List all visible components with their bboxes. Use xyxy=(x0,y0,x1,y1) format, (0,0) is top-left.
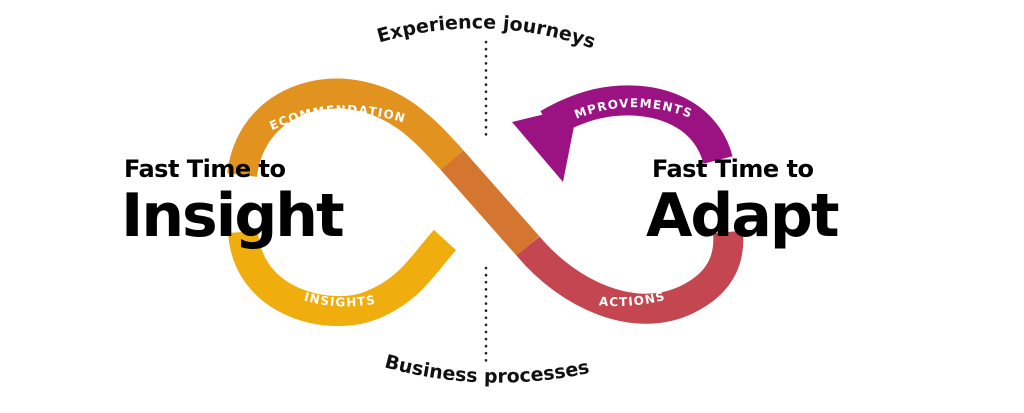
arrowhead-icon xyxy=(512,106,578,182)
right-title-big: Adapt xyxy=(646,181,839,251)
caption-experience-journeys: Experience journeys xyxy=(375,11,599,53)
left-title-big: Insight xyxy=(121,181,344,251)
left-title-small: Fast Time to xyxy=(124,155,286,183)
cross-segment xyxy=(440,150,540,256)
insights-segment xyxy=(228,229,457,326)
recommendations-segment xyxy=(227,78,464,178)
caption-business-processes: Business processes xyxy=(383,351,592,388)
recommendations-label: RECOMMENDATIONS xyxy=(0,0,408,133)
right-title-small: Fast Time to xyxy=(652,155,814,183)
actions-segment xyxy=(516,230,744,324)
